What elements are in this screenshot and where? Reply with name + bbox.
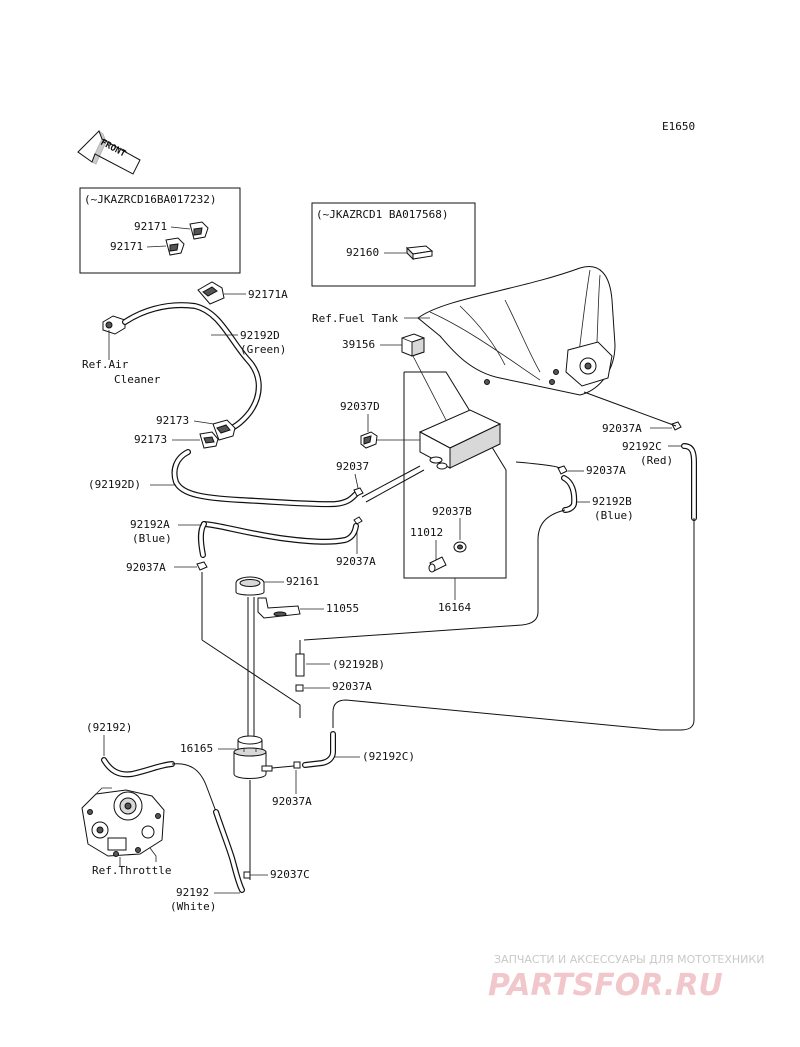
- hose-92192B-blue: [561, 475, 578, 513]
- label-92192B-paren: (92192B): [332, 658, 385, 671]
- clamp-92171-part: [165, 221, 209, 256]
- label-92171A: 92171A: [248, 288, 288, 301]
- label-92192-paren: (92192): [86, 721, 132, 734]
- label-red: (Red): [640, 454, 673, 467]
- variant-box-1: (~JKAZRCD16BA017232) 92171 92171: [79, 187, 241, 274]
- bracket-11055-part: [257, 597, 301, 619]
- label-92037A-lower: 92037A: [332, 680, 372, 693]
- label-92192D-paren: (92192D): [88, 478, 141, 491]
- fuel-tank-part: [417, 266, 616, 396]
- label-92037C: 92037C: [270, 868, 310, 881]
- hose-92192C-red: [681, 443, 697, 521]
- label-16165: 16165: [180, 742, 213, 755]
- label-92037A-left: 92037A: [126, 561, 166, 574]
- label-92192B: 92192B: [592, 495, 632, 508]
- label-92037A-bottom: 92037A: [272, 795, 312, 808]
- label-92037D: 92037D: [340, 400, 380, 413]
- label-92192A: 92192A: [130, 518, 170, 531]
- watermark-subtitle: ЗАПЧАСТИ И АКСЕССУАРЫ ДЛЯ МОТОТЕХНИКИ: [494, 953, 764, 966]
- air-cleaner-fitting-part: [102, 315, 126, 335]
- canister-frame: [403, 371, 507, 579]
- label-92171-b: 92171: [110, 240, 143, 253]
- clip-92037D-part: [360, 431, 378, 449]
- front-arrow-icon: FRONT: [77, 129, 141, 175]
- label-92192C-paren: (92192C): [362, 750, 415, 763]
- cap-11012-part: [428, 556, 447, 573]
- hose-92192-paren: [101, 757, 175, 778]
- variant-box-2: (~JKAZRCD1 BA017568) 92160: [311, 202, 476, 287]
- label-ref-throttle: Ref.Throttle: [92, 864, 171, 877]
- filter-16165-part: [233, 735, 273, 880]
- canister-16164-part: [418, 409, 502, 470]
- clamp-92171A-part: [197, 281, 225, 305]
- label-92037: 92037: [336, 460, 369, 473]
- hose-92192A-blue: [197, 521, 359, 558]
- label-11012: 11012: [410, 526, 443, 539]
- label-92192D: 92192D: [240, 329, 280, 342]
- label-16164: 16164: [438, 601, 471, 614]
- clip-92037B-part: [453, 541, 467, 553]
- label-92171-a: 92171: [134, 220, 167, 233]
- band-92161-part: [235, 576, 265, 596]
- hose-92192C-lower: [302, 731, 336, 768]
- hose-92192-white: [213, 809, 245, 893]
- hose-92192D-green: [122, 302, 262, 435]
- label-ref-fuel-tank: Ref.Fuel Tank: [312, 312, 398, 325]
- label-92160: 92160: [346, 246, 379, 259]
- label-blue-a: (Blue): [132, 532, 172, 545]
- label-92161: 92161: [286, 575, 319, 588]
- label-blue-b: (Blue): [594, 509, 634, 522]
- pad-39156-part: [401, 333, 425, 357]
- label-92173-b: 92173: [134, 433, 167, 446]
- diagram-code: E1650: [662, 120, 695, 133]
- hose-92192B-small: [295, 653, 305, 677]
- variant-box-2-title: (~JKAZRCD1 BA017568): [316, 208, 448, 221]
- label-white: (White): [170, 900, 216, 913]
- label-39156: 39156: [342, 338, 375, 351]
- label-92173-a: 92173: [156, 414, 189, 427]
- label-92037A-top: 92037A: [602, 422, 642, 435]
- clamp-92173-part: [199, 419, 236, 449]
- label-green: (Green): [240, 343, 286, 356]
- label-92192: 92192: [176, 886, 209, 899]
- label-cleaner: Cleaner: [114, 373, 161, 386]
- label-92037B: 92037B: [432, 505, 472, 518]
- hose-92192D-lower: [171, 449, 359, 508]
- label-92192C-red: 92192C: [622, 440, 662, 453]
- label-ref-air: Ref.Air: [82, 358, 129, 371]
- watermark-brand: PARTSFOR.RU: [488, 968, 723, 1003]
- label-92037A-right: 92037A: [586, 464, 626, 477]
- variant-box-1-title: (~JKAZRCD16BA017232): [84, 193, 216, 206]
- label-11055: 11055: [326, 602, 359, 615]
- throttle-body-part: [81, 787, 165, 862]
- label-92037A-mid: 92037A: [336, 555, 376, 568]
- pad-92160-part: [405, 245, 434, 261]
